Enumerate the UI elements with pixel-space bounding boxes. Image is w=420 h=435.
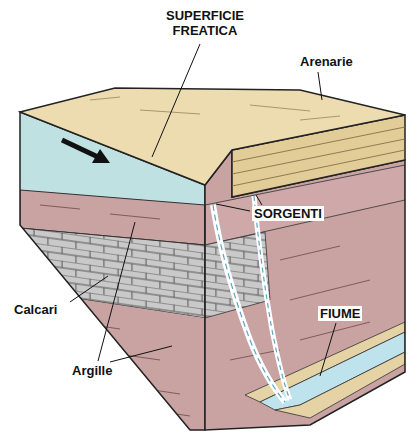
water-table-label: SUPERFICIE FREATICA — [150, 8, 260, 38]
spring-stream — [254, 196, 290, 400]
leader-line — [256, 195, 262, 205]
sandstone-top — [20, 88, 405, 185]
leader-line — [110, 346, 172, 362]
springs-label: SORGENTI — [252, 206, 324, 221]
flow-arrowhead — [92, 149, 110, 163]
spring-stream — [213, 205, 285, 402]
leader-line — [152, 44, 200, 157]
spring-stream — [213, 205, 285, 402]
river-label: FIUME — [318, 306, 362, 321]
leader-line — [98, 222, 135, 361]
clay-texture — [40, 205, 190, 416]
leader-line — [318, 72, 322, 100]
clay-label: Argille — [72, 363, 112, 378]
leader-line — [70, 276, 108, 302]
top-texture — [90, 97, 340, 120]
leader-line — [216, 204, 250, 211]
limestone-label: Calcari — [14, 302, 57, 317]
flow-arrow — [62, 140, 98, 157]
leader-line — [320, 323, 336, 376]
spring-stream — [254, 196, 290, 400]
sandstone-label: Arenarie — [300, 54, 353, 69]
